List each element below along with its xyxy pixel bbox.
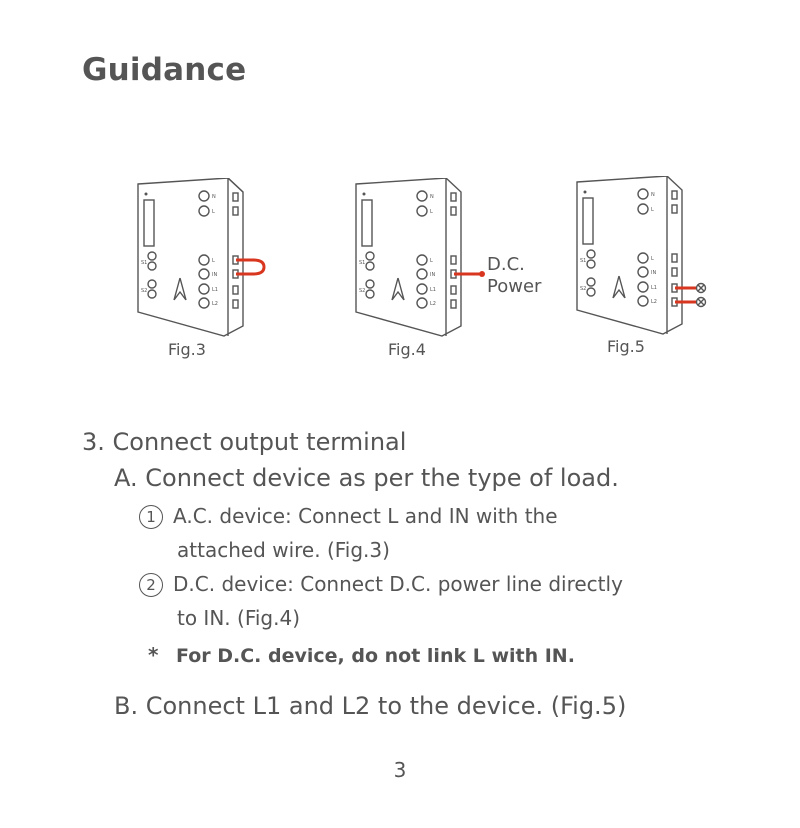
step-heading: 3. Connect output terminal — [82, 428, 407, 456]
page-title: Guidance — [82, 52, 247, 88]
svg-text:N: N — [430, 194, 434, 200]
dc-power-line1: D.C. — [487, 254, 525, 275]
svg-text:L: L — [430, 209, 433, 215]
dc-power-label: D.C. Power — [487, 254, 541, 298]
svg-text:S1: S1 — [141, 260, 147, 266]
instruction-b: B. Connect L1 and L2 to the device. (Fig… — [114, 692, 627, 720]
circled-number-1: 1 — [139, 505, 163, 529]
svg-text:IN: IN — [430, 272, 435, 278]
svg-text:L: L — [430, 258, 433, 264]
svg-text:S2: S2 — [580, 286, 586, 292]
item-1-text: A.C. device: Connect L and IN with the — [173, 504, 558, 528]
instruction-item-2-line-2: to IN. (Fig.4) — [177, 606, 300, 630]
svg-text:IN: IN — [651, 270, 656, 276]
figure-4-caption: Fig.4 — [388, 340, 426, 359]
svg-text:L2: L2 — [651, 299, 657, 305]
figure-3-caption: Fig.3 — [168, 340, 206, 359]
instruction-item-1-line-1: 1 A.C. device: Connect L and IN with the — [139, 504, 558, 529]
svg-text:L1: L1 — [430, 287, 436, 293]
instruction-item-2-line-1: 2 D.C. device: Connect D.C. power line di… — [139, 572, 623, 597]
note-asterisk: * — [148, 643, 159, 667]
figure-5-caption: Fig.5 — [607, 337, 645, 356]
dc-power-line2: Power — [487, 276, 542, 297]
instruction-item-1-line-2: attached wire. (Fig.3) — [177, 538, 390, 562]
item-2-text: D.C. device: Connect D.C. power line dir… — [173, 572, 623, 596]
svg-text:S1: S1 — [580, 258, 586, 264]
svg-text:L: L — [212, 258, 215, 264]
svg-text:S2: S2 — [141, 288, 147, 294]
svg-text:L2: L2 — [430, 301, 436, 307]
page-number: 3 — [393, 758, 407, 782]
svg-text:L: L — [651, 207, 654, 213]
svg-text:L1: L1 — [212, 287, 218, 293]
instruction-a: A. Connect device as per the type of loa… — [114, 464, 619, 492]
svg-text:L2: L2 — [212, 301, 218, 307]
circled-number-2: 2 — [139, 573, 163, 597]
svg-text:L: L — [651, 256, 654, 262]
svg-text:IN: IN — [212, 272, 217, 278]
warning-note: * For D.C. device, do not link L with IN. — [148, 643, 575, 667]
note-text: For D.C. device, do not link L with IN. — [176, 645, 575, 667]
svg-text:S1: S1 — [359, 260, 365, 266]
svg-text:L1: L1 — [651, 285, 657, 291]
svg-text:S2: S2 — [359, 288, 365, 294]
svg-text:N: N — [212, 194, 216, 200]
svg-text:L: L — [212, 209, 215, 215]
svg-text:N: N — [651, 192, 655, 198]
